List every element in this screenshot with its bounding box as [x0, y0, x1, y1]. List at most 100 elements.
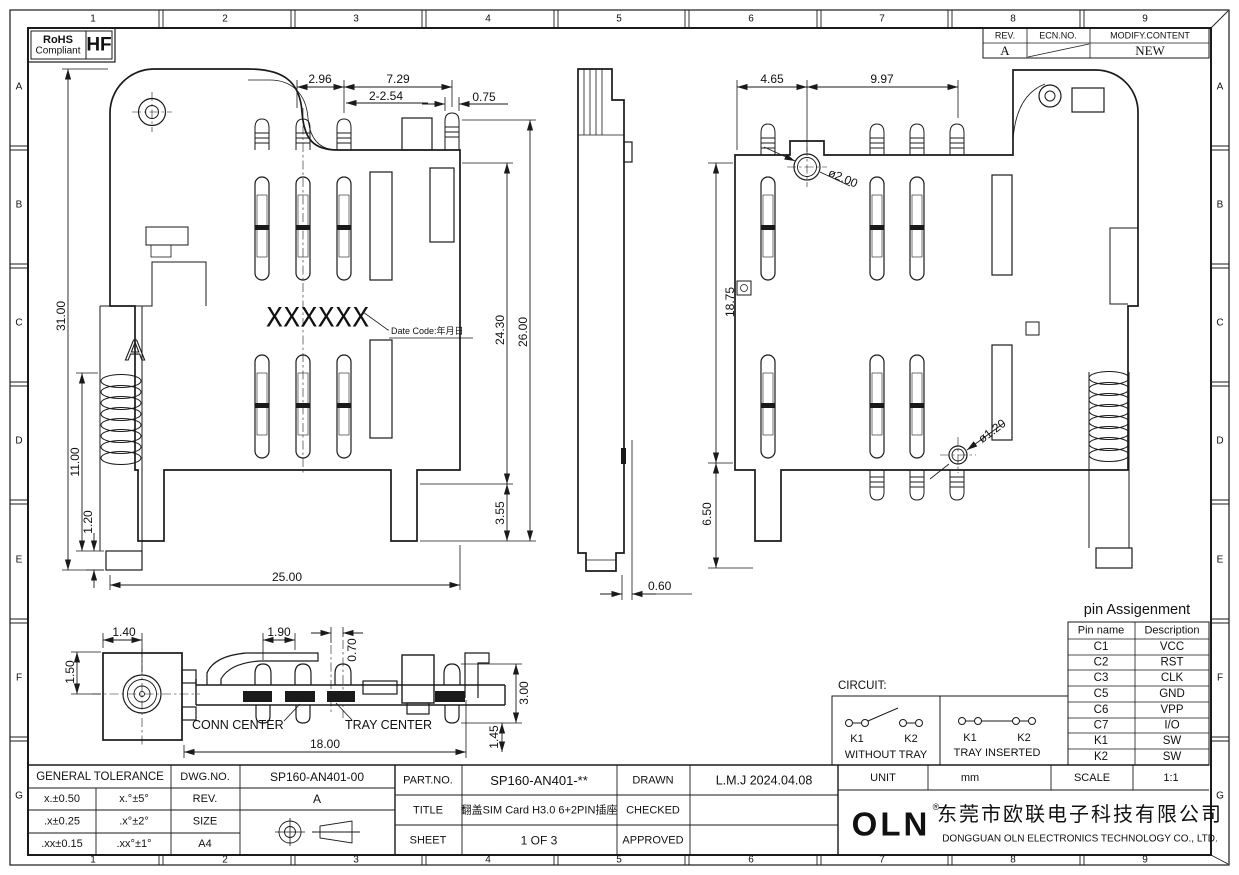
modify-value: NEW — [1135, 43, 1165, 58]
zone-row: G — [1216, 791, 1224, 802]
pin-name: C5 — [1094, 688, 1109, 700]
sheet-frame — [9, 9, 1230, 866]
dim-label: 1.20 — [81, 510, 95, 534]
pin-desc: CLK — [1161, 672, 1184, 684]
pin-name: C6 — [1094, 704, 1109, 716]
desc-col-header: Description — [1144, 625, 1199, 637]
zone-col: 3 — [353, 855, 359, 866]
tol-angular: .x°±2° — [119, 816, 149, 828]
company-name-en: DONGGUAN OLN ELECTRONICS TECHNOLOGY CO.,… — [942, 834, 1218, 845]
size-value: A4 — [198, 838, 211, 850]
k1-label: K1 — [963, 732, 976, 744]
company-name-cn: 东莞市欧联电子科技有限公司 — [937, 803, 1223, 826]
circuit-title: CIRCUIT: — [838, 680, 887, 692]
dim-label: 2-2.54 — [369, 89, 403, 103]
circuit-section: CIRCUIT: K1 K2 WITHOUT TRAY K1 K2 TRAY I… — [831, 680, 1069, 766]
zone-row: E — [16, 555, 23, 566]
view-side-middle: 0.60 — [577, 68, 692, 600]
zone-col: 1 — [90, 855, 96, 866]
zone-labels: 1 2 3 4 5 6 7 8 9 1 2 3 4 5 6 7 8 9 A B … — [15, 14, 1224, 866]
rohs-line1: RoHS — [43, 34, 73, 46]
zone-row: B — [16, 200, 23, 211]
pin-desc: RST — [1161, 657, 1184, 669]
zone-col: 6 — [748, 14, 754, 25]
k2-label: K2 — [1017, 732, 1030, 744]
dimensions-view4: 1.50 1.40 1.90 0.70 3.00 1.45 18.00 CONN… — [63, 625, 531, 758]
zone-col: 8 — [1010, 855, 1016, 866]
size-label: SIZE — [193, 816, 217, 828]
part-no-value: SP160-AN401-** — [490, 773, 588, 788]
pin-name: K2 — [1094, 751, 1108, 763]
dim-label: 24.30 — [493, 315, 507, 345]
contact-pins-front — [243, 663, 465, 724]
eject-spring-right — [1088, 371, 1133, 569]
pin-desc: VCC — [1160, 641, 1184, 653]
dim-label: 3.00 — [517, 681, 531, 705]
zone-row: C — [15, 318, 22, 329]
zone-col: 9 — [1142, 14, 1148, 25]
k2-label: K2 — [904, 733, 917, 745]
zone-row: A — [1217, 82, 1224, 93]
zone-row: C — [1216, 318, 1223, 329]
without-tray-caption: WITHOUT TRAY — [845, 749, 928, 761]
logo-text: OLN — [852, 806, 931, 843]
dim-label: 1.90 — [267, 625, 291, 639]
pin-name: K1 — [1094, 735, 1108, 747]
dim-label: 2.96 — [308, 72, 332, 86]
tol-linear: x.±0.50 — [44, 793, 80, 805]
tol-linear: .xx±0.15 — [41, 838, 83, 850]
pin-desc: VPP — [1160, 704, 1183, 716]
ecn-header: ECN.NO. — [1039, 31, 1077, 41]
tol-angular: x.°±5° — [119, 793, 149, 805]
datecode-marking: XXXXXX — [266, 303, 370, 334]
scale-label: SCALE — [1074, 772, 1110, 784]
guide-hole-2mm — [787, 147, 827, 187]
top-contact-pins-right — [760, 123, 965, 155]
tray-inserted-caption: TRAY INSERTED — [954, 747, 1041, 759]
eject-spring — [99, 305, 143, 571]
tray-center-label: TRAY CENTER — [345, 718, 432, 732]
dim-label: 1.40 — [112, 625, 136, 639]
top-contact-pins — [254, 112, 460, 151]
pin-desc: SW — [1163, 751, 1182, 763]
dim-label: 0.70 — [345, 638, 359, 662]
modify-header: MODIFY.CONTENT — [1110, 31, 1190, 41]
drawn-value: L.M.J 2024.04.08 — [716, 774, 813, 788]
contact-slots — [254, 167, 455, 459]
zone-col: 5 — [616, 855, 622, 866]
dim-label: ø2.00 — [826, 166, 860, 191]
dim-label: 3.55 — [493, 501, 507, 525]
k1-label: K1 — [850, 733, 863, 745]
dimensions-view1: 2.96 7.29 2-2.54 0.75 31.00 11.00 1.20 2… — [54, 68, 536, 590]
zone-col: 2 — [222, 14, 228, 25]
zone-row: D — [15, 436, 22, 447]
circuit-without-tray: K1 K2 WITHOUT TRAY — [845, 707, 928, 761]
dim-label: 18.00 — [310, 737, 340, 751]
conn-center-label: CONN CENTER — [192, 718, 284, 732]
barrel-circles — [92, 648, 200, 745]
projection-symbol — [275, 818, 360, 846]
pin-name: C7 — [1094, 720, 1109, 732]
dimensions-view2: 0.60 — [600, 440, 692, 600]
dim-label: 18.75 — [723, 287, 737, 317]
detect-hole-1-2mm — [940, 437, 976, 473]
tol-angular: .xx°±1° — [116, 838, 151, 850]
dim-label: 0.75 — [472, 90, 496, 104]
zone-col: 4 — [485, 855, 491, 866]
rev-value: A — [1000, 43, 1010, 58]
hinge-circle — [132, 92, 172, 132]
title-label: TITLE — [413, 805, 443, 817]
zone-row: F — [16, 673, 22, 684]
zone-row: B — [1217, 200, 1224, 211]
scale-value: 1:1 — [1163, 772, 1178, 784]
dim-label: 7.29 — [386, 72, 410, 86]
tol-linear: .x±0.25 — [44, 816, 80, 828]
rohs-line2: Compliant — [35, 46, 80, 57]
dim-label: 9.97 — [870, 72, 894, 86]
circuit-tray-inserted: K1 K2 TRAY INSERTED — [954, 717, 1041, 759]
zone-row: G — [15, 791, 23, 802]
tolerance-header: GENERAL TOLERANCE — [36, 771, 164, 783]
zone-col: 2 — [222, 855, 228, 866]
